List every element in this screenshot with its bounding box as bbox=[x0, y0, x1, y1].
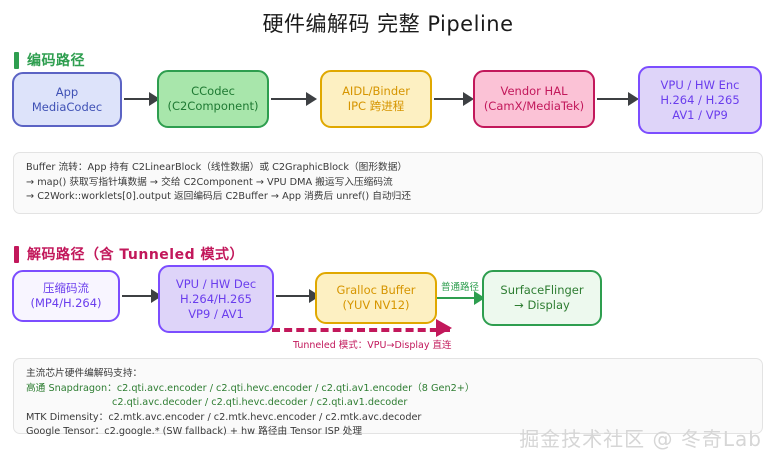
note-row-value: c2.google.* (SW fallback) + hw 路径由 Tenso… bbox=[104, 426, 363, 438]
note-row: 高通 Snapdragon：c2.qti.avc.encoder / c2.qt… bbox=[26, 382, 750, 397]
arrow-aidl-to-hal bbox=[434, 92, 474, 106]
node-line: MediaCodec bbox=[31, 99, 103, 114]
arrow-ccodec-to-aidl bbox=[271, 92, 317, 106]
label-normal-path: 普通路径 bbox=[441, 282, 480, 293]
note-row: Google Tensor：c2.google.* (SW fallback) … bbox=[26, 425, 750, 440]
label-tunneled-mode: Tunneled 模式：VPU→Display 直连 bbox=[293, 340, 452, 351]
note-line: → map() 获取写指针填数据 → 交给 C2Component → VPU … bbox=[26, 176, 393, 188]
node-line: Gralloc Buffer bbox=[336, 283, 416, 297]
note-title: 主流芯片硬件编解码支持： bbox=[26, 368, 143, 379]
node-vpu-hw-enc[interactable]: VPU / HW Enc H.264 / H.265 AV1 / VP9 bbox=[638, 66, 762, 134]
node-line: VPU / HW Enc bbox=[660, 77, 740, 92]
note-chipset-support: 主流芯片硬件编解码支持： 高通 Snapdragon：c2.qti.avc.en… bbox=[13, 358, 763, 437]
node-surfaceflinger[interactable]: SurfaceFlinger → Display bbox=[482, 270, 602, 326]
node-vendor-hal[interactable]: Vendor HAL (CamX/MediaTek) bbox=[473, 70, 595, 128]
page-title: 硬件编解码 完整 Pipeline bbox=[262, 12, 514, 36]
arrow-tunneled-path bbox=[272, 319, 452, 337]
arrow-vpudec-to-gralloc bbox=[276, 289, 320, 303]
node-line: H.264/H.265 bbox=[180, 291, 252, 306]
section-heading-decode: 解码路径（含 Tunneled 模式） bbox=[14, 244, 244, 264]
section-heading-encode: 编码路径 bbox=[14, 50, 85, 70]
node-line: Vendor HAL bbox=[500, 84, 568, 98]
note-row-value: c2.qti.avc.decoder / c2.qti.hevc.decoder… bbox=[112, 397, 408, 409]
note-row-value: c2.qti.avc.encoder / c2.qti.hevc.encoder… bbox=[116, 382, 475, 394]
node-line: 压缩码流 bbox=[43, 281, 89, 295]
arrow-hal-to-vpu bbox=[597, 92, 639, 106]
note-line: Buffer 流转：App 持有 C2LinearBlock（线性数据）或 C2… bbox=[26, 162, 408, 173]
node-line: App bbox=[55, 84, 79, 99]
node-app-mediacodec[interactable]: App MediaCodec bbox=[12, 72, 122, 127]
node-vpu-hw-dec[interactable]: VPU / HW Dec H.264/H.265 VP9 / AV1 bbox=[158, 265, 274, 333]
arrow-stream-to-vpudec bbox=[122, 289, 162, 303]
node-line: → Display bbox=[514, 298, 570, 312]
node-line: (CamX/MediaTek) bbox=[483, 99, 585, 113]
node-line: VPU / HW Dec bbox=[175, 276, 257, 291]
section-accent-bar bbox=[14, 51, 19, 69]
arrow-app-to-ccodec bbox=[124, 92, 160, 106]
node-line: (MP4/H.264) bbox=[30, 296, 102, 310]
node-gralloc-buffer[interactable]: Gralloc Buffer (YUV NV12) bbox=[315, 272, 437, 324]
node-line: VP9 / AV1 bbox=[188, 306, 244, 321]
note-row-label: MTK Dimensity： bbox=[26, 411, 109, 423]
node-line: AIDL/Binder bbox=[342, 84, 410, 98]
node-line: (YUV NV12) bbox=[342, 298, 410, 312]
watermark: 掘金技术社区 @ 冬奇Lab bbox=[519, 427, 762, 451]
node-compressed-stream[interactable]: 压缩码流 (MP4/H.264) bbox=[12, 270, 120, 322]
node-line: AV1 / VP9 bbox=[672, 107, 728, 122]
section-accent-bar bbox=[14, 245, 19, 263]
node-line: IPC 跨进程 bbox=[347, 99, 405, 113]
note-row: c2.qti.avc.decoder / c2.qti.hevc.decoder… bbox=[26, 396, 750, 411]
node-aidl-binder[interactable]: AIDL/Binder IPC 跨进程 bbox=[320, 70, 432, 128]
node-line: CCodec bbox=[191, 84, 235, 98]
arrow-gralloc-to-surfaceflinger bbox=[437, 291, 485, 305]
section-label-decode: 解码路径（含 Tunneled 模式） bbox=[27, 247, 244, 263]
node-line: (C2Component) bbox=[167, 99, 259, 113]
note-line: → C2Work::worklets[0].output 返回编码后 C2Buf… bbox=[26, 191, 412, 203]
node-line: SurfaceFlinger bbox=[500, 283, 584, 297]
node-ccodec[interactable]: CCodec (C2Component) bbox=[157, 70, 269, 128]
note-row-label: 高通 Snapdragon： bbox=[26, 382, 117, 394]
note-row-label: Google Tensor： bbox=[26, 426, 105, 438]
note-row: MTK Dimensity：c2.mtk.avc.encoder / c2.mt… bbox=[26, 411, 750, 426]
node-line: H.264 / H.265 bbox=[660, 92, 740, 107]
note-buffer-flow: Buffer 流转：App 持有 C2LinearBlock（线性数据）或 C2… bbox=[13, 152, 763, 214]
note-row-value: c2.mtk.avc.encoder / c2.mtk.hevc.encoder… bbox=[108, 411, 422, 423]
section-label-encode: 编码路径 bbox=[27, 53, 85, 69]
